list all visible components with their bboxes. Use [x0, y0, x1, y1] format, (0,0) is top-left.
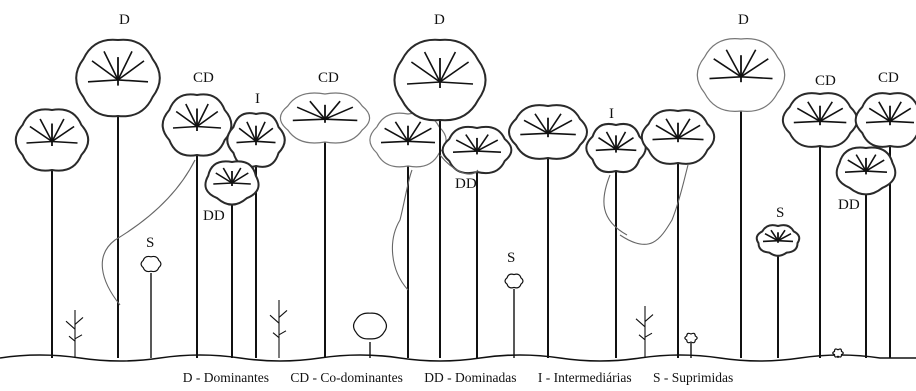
- label-dominante-2: D: [434, 13, 445, 28]
- shrub-1: [66, 310, 83, 358]
- label-dominada-2: DD: [455, 177, 477, 192]
- tree-branch: [232, 183, 251, 184]
- tree-13: [856, 93, 916, 358]
- tree-branch: [213, 183, 232, 184]
- tree-12: [783, 93, 857, 358]
- tree-16: [757, 225, 800, 358]
- tree-0: [16, 109, 88, 358]
- label-codominante-3: CD: [815, 74, 836, 89]
- tree-branch: [477, 151, 501, 152]
- label-intermediaria-2: I: [609, 107, 614, 122]
- sapling-5: [833, 349, 844, 358]
- legend-item-co-dominantes: CD - Co-dominantes: [290, 370, 403, 385]
- tree-4: [280, 93, 369, 358]
- label-suprimida-1: S: [146, 236, 154, 251]
- tree-7: [443, 127, 512, 358]
- sapling-2: [505, 274, 523, 358]
- legend-item-dominantes: D - Dominantes: [183, 370, 269, 385]
- vine-2: [392, 170, 412, 290]
- label-suprimida-2: S: [507, 251, 515, 266]
- tree-11: [697, 39, 784, 358]
- legend: D - Dominantes CD - Co-dominantes DD - D…: [0, 370, 916, 386]
- shrub-3: [636, 306, 653, 358]
- tree-9: [586, 124, 645, 358]
- label-dominada-3: DD: [838, 198, 860, 213]
- tree-15: [837, 148, 896, 358]
- tree-branch: [763, 241, 778, 242]
- tree-8: [509, 105, 587, 358]
- sapling-crown: [354, 313, 387, 339]
- tree-1: [76, 40, 160, 358]
- legend-item-intermediarias: I - Intermediárias: [538, 370, 632, 385]
- tree-14: [205, 161, 258, 358]
- label-intermediaria-1: I: [255, 92, 260, 107]
- sapling-crown: [833, 349, 844, 357]
- tree-branch: [866, 171, 887, 172]
- shrub-stem: [270, 300, 287, 358]
- tree-10: [642, 110, 714, 358]
- label-dominante-3: D: [738, 13, 749, 28]
- sapling-crown: [685, 333, 697, 342]
- label-dominante-1: D: [119, 13, 130, 28]
- sapling-crown: [141, 256, 161, 271]
- sapling-1: [141, 256, 161, 358]
- tree-branch: [845, 171, 866, 172]
- legend-item-suprimidas: S - Suprimidas: [653, 370, 733, 385]
- label-codominante-1: CD: [193, 71, 214, 86]
- label-codominante-2: CD: [318, 71, 339, 86]
- sapling-crown: [505, 274, 523, 288]
- tree-2: [163, 94, 232, 358]
- sapling-3: [354, 313, 387, 358]
- shrub-stem: [636, 306, 653, 358]
- shrub-2: [270, 300, 287, 358]
- legend-item-dominadas: DD - Dominadas: [424, 370, 516, 385]
- shrub-stem: [66, 310, 83, 358]
- label-codominante-4: CD: [878, 71, 899, 86]
- tree-crown: [856, 93, 916, 147]
- tree-branch: [778, 241, 793, 242]
- label-dominada-1: DD: [203, 209, 225, 224]
- vine-1: [102, 160, 195, 305]
- tree-branch: [453, 151, 477, 152]
- label-suprimida-3: S: [776, 206, 784, 221]
